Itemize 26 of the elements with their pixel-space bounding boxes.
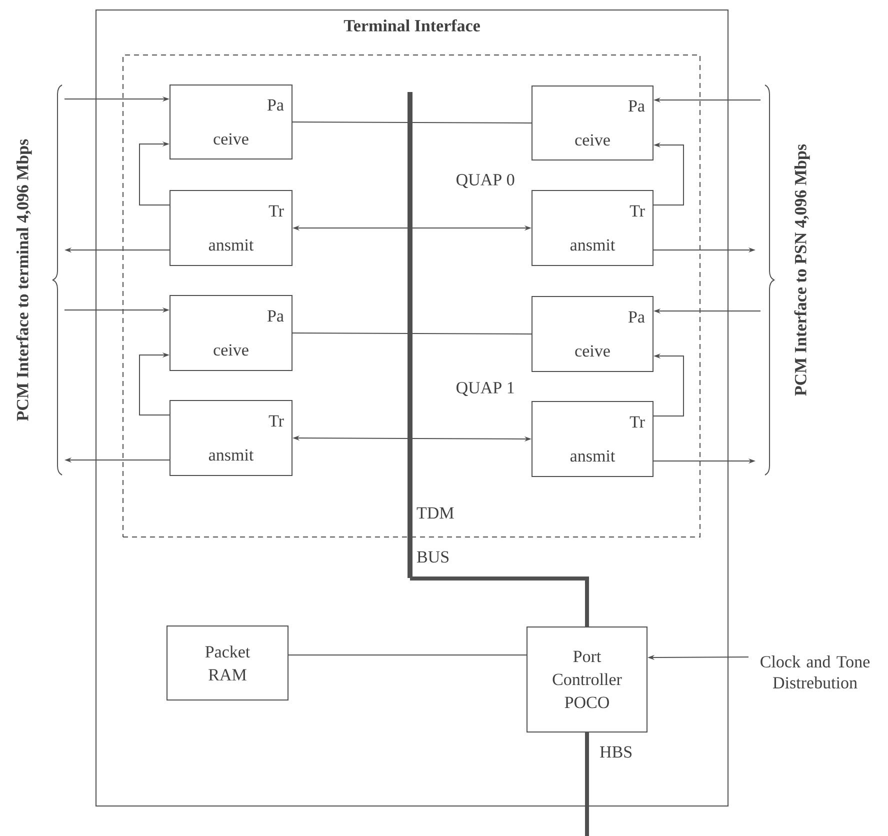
block-box: Tr ansmit: [532, 401, 654, 477]
connector: [292, 332, 532, 334]
block-label: QUAP 1: [456, 382, 514, 396]
bus-label: TDM BUS: [416, 507, 454, 563]
block-box: Pa ceive: [532, 296, 654, 372]
dashed-group-box: [122, 54, 700, 538]
edge-label: HBS: [600, 746, 632, 758]
connector: [288, 654, 527, 656]
block-box: Pa ceive: [532, 86, 654, 160]
connector: [139, 141, 170, 206]
connector: [410, 576, 589, 626]
block-box: Port Controller POCO: [526, 626, 648, 732]
side-label: PCM Interface to PSN 4,096 Mbps: [794, 144, 810, 396]
block-box: Pa ceive: [170, 84, 292, 160]
bare-text: Clock and Tone Distrebution: [760, 656, 870, 688]
block-box: Packet RAM: [166, 626, 288, 700]
block-box: Tr ansmit: [532, 190, 654, 266]
bus-bar: [408, 92, 412, 578]
connector: [139, 352, 170, 416]
block-label: QUAP 0: [456, 174, 514, 188]
side-label: PCM Interface to terminal 4,096 Mbps: [16, 139, 32, 421]
connector: [585, 732, 589, 836]
block-box: Tr ansmit: [170, 190, 292, 266]
connector: [292, 122, 532, 124]
block-box: Pa ceive: [170, 295, 292, 371]
block-box: Tr ansmit: [170, 400, 292, 476]
